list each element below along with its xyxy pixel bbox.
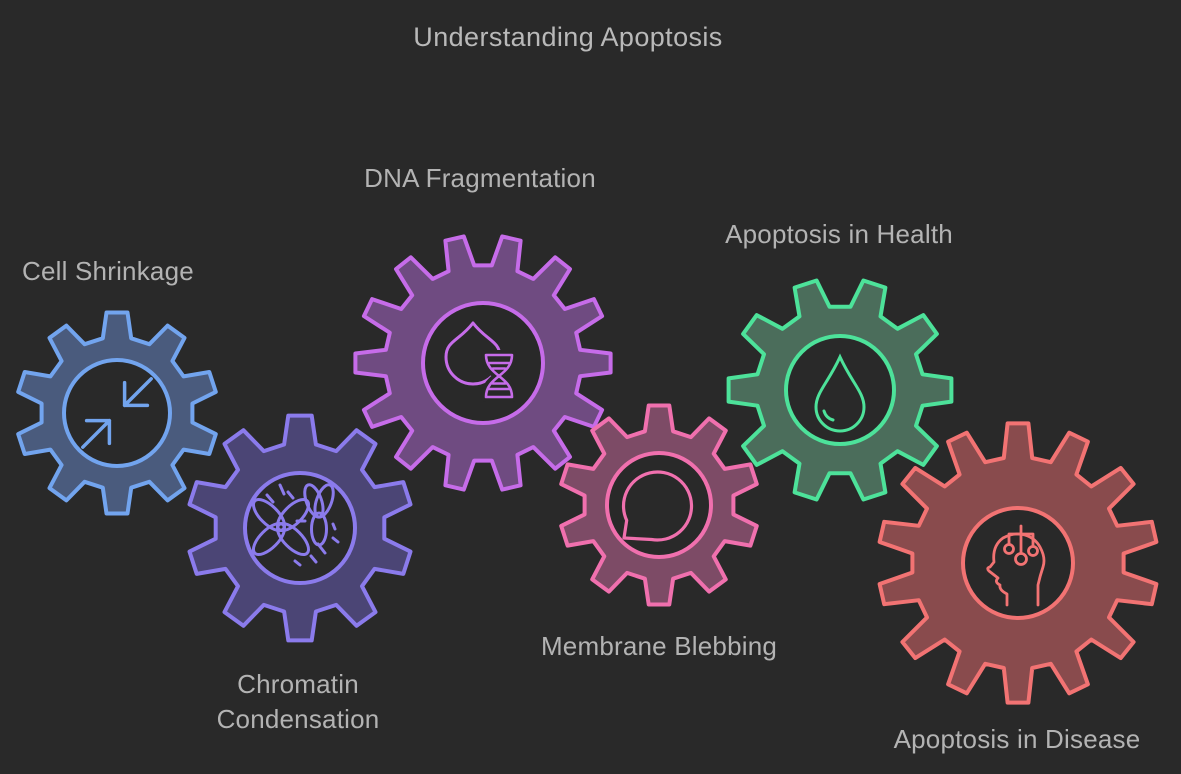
gear-label-apoptosis-in-health: Apoptosis in Health [725, 219, 953, 249]
gear-cell-shrinkage [16, 310, 218, 516]
gear-label-cell-shrinkage: Cell Shrinkage [22, 256, 194, 286]
droplet-icon [814, 353, 866, 433]
gear-apoptosis-in-disease [877, 421, 1159, 705]
head-circuit-icon [986, 524, 1046, 607]
droplet-dna-icon [444, 321, 517, 402]
speech-bubble-icon [621, 470, 694, 542]
shrink-arrows-icon [81, 377, 153, 449]
gear-label-dna-fragmentation: DNA Fragmentation [364, 163, 596, 193]
gear-membrane-blebbing [559, 403, 759, 607]
gear-apoptosis-in-health [726, 278, 954, 502]
gear-dna-fragmentation [353, 234, 613, 492]
chromosomes-icon [251, 483, 340, 567]
gear-label-membrane-blebbing: Membrane Blebbing [540, 631, 778, 661]
gear-chromatin-condensation [187, 413, 413, 643]
gear-label-chromatin-condensation: Chromatin Condensation [216, 669, 380, 735]
gear-label-apoptosis-in-disease: Apoptosis in Disease [893, 724, 1141, 754]
page-title: Understanding Apoptosis [413, 22, 723, 52]
